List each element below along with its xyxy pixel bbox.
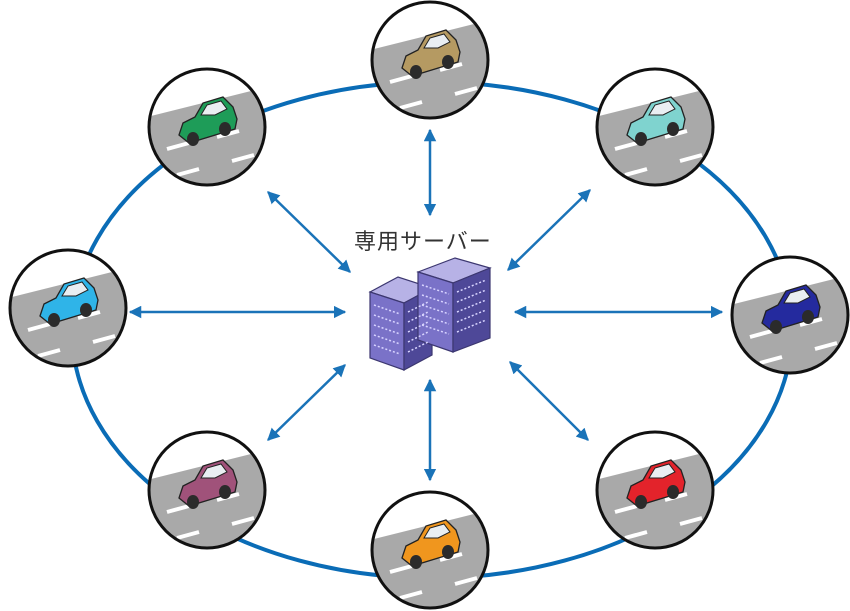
connection-arrows — [128, 128, 724, 482]
arrow-top-right — [507, 189, 591, 271]
car-icon — [39, 277, 99, 327]
vehicle-top — [370, 0, 490, 120]
car-icon — [178, 459, 238, 509]
arrow-top-left — [267, 191, 351, 273]
server-icon — [368, 257, 492, 372]
vehicle-right — [730, 255, 850, 375]
car-icon — [178, 96, 238, 146]
car-icon — [626, 459, 686, 509]
server-label: 専用サーバー — [354, 230, 492, 255]
vehicle-top-left — [147, 67, 267, 187]
arrow-bottom-right — [509, 361, 589, 441]
car-icon — [626, 96, 686, 146]
car-icon — [401, 519, 461, 569]
arrow-bottom-left — [267, 364, 346, 441]
car-icon — [761, 284, 821, 334]
vehicle-bottom — [370, 490, 490, 610]
car-icon — [401, 29, 461, 79]
vehicle-top-right — [595, 67, 715, 187]
